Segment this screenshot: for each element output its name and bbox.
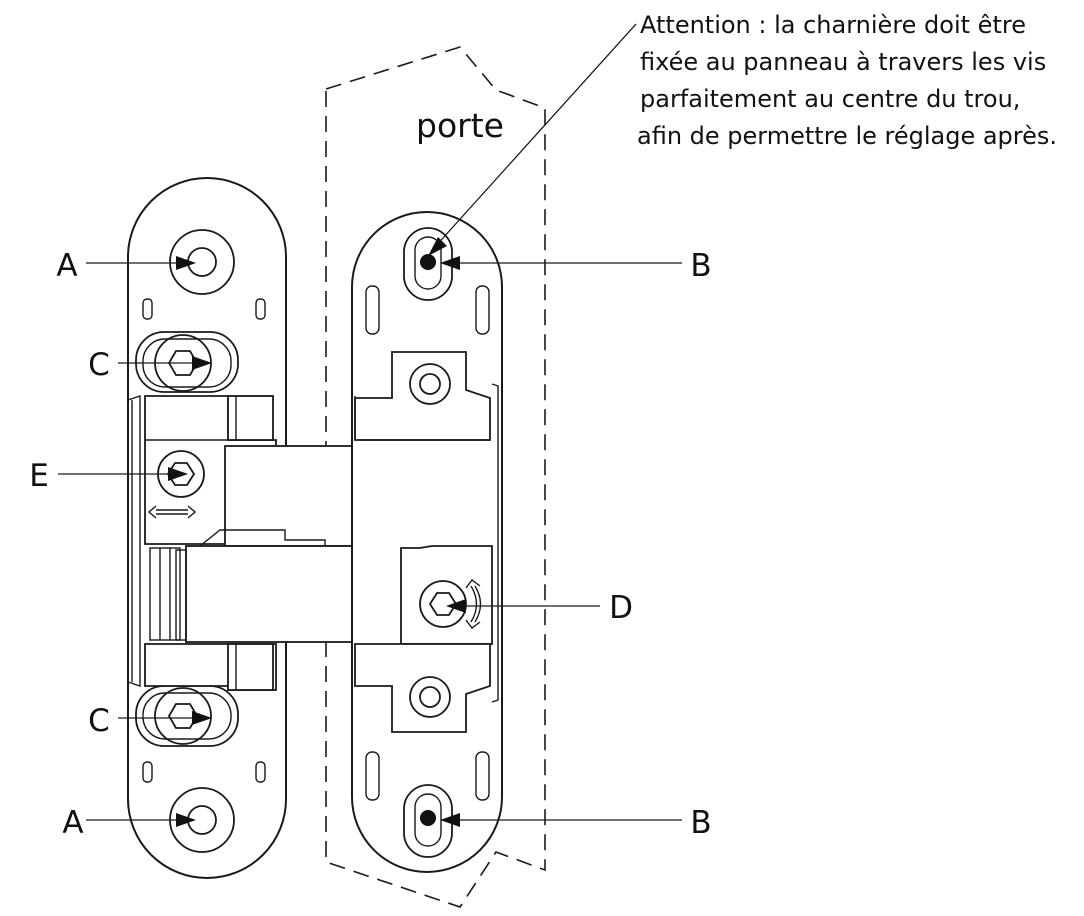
callout-leaders [58, 23, 682, 827]
note-line-4: afin de permettre le réglage après. [637, 122, 1057, 150]
horizontal-adjust-icon [147, 505, 197, 519]
door-panel: porte [325, 46, 546, 908]
callout-a-bottom: A [62, 805, 83, 841]
callout-d: D [609, 590, 633, 626]
callout-b-bottom: B [690, 805, 711, 841]
right-middle-block [400, 545, 493, 645]
note-line-2: fixée au panneau à travers les vis [640, 48, 1046, 76]
callout-a-top: A [56, 248, 77, 284]
attention-note: Attention : la charnière doit être fixée… [637, 11, 1057, 150]
callout-e: E [29, 458, 49, 494]
callout-c-top: C [88, 347, 110, 383]
note-line-1: Attention : la charnière doit être [640, 11, 1026, 39]
right-hinge-plate [351, 211, 503, 873]
door-label: porte [416, 106, 504, 145]
callout-b-top: B [690, 248, 711, 284]
left-lower-block [144, 547, 277, 691]
right-lower-block [354, 643, 491, 733]
callout-c-bottom: C [88, 703, 110, 739]
callout-labels: A C E C A B B D [29, 248, 711, 841]
vertical-adjust-icon [465, 579, 482, 629]
right-upper-block [354, 351, 491, 441]
note-line-3: parfaitement au centre du trou, [640, 85, 1020, 113]
